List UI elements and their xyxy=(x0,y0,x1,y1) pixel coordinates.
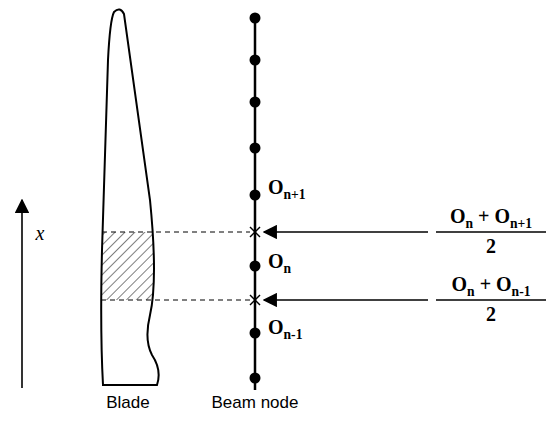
node-label: On xyxy=(268,250,291,272)
beam-node-dot xyxy=(250,97,261,108)
beam-nodes xyxy=(250,13,261,384)
beam-node-dot xyxy=(250,261,261,272)
fraction-bar xyxy=(436,299,546,301)
section-line xyxy=(101,300,250,301)
beam-node-dot xyxy=(250,55,261,66)
beam-node-dot xyxy=(250,328,261,339)
beam-node-dot xyxy=(250,190,261,201)
section-line xyxy=(102,232,250,233)
figure-caption: Beam node xyxy=(212,394,299,413)
fraction-bar xyxy=(436,231,546,233)
fraction-denominator: 2 xyxy=(486,303,496,325)
beam-node-dot xyxy=(250,373,261,384)
fraction-denominator: 2 xyxy=(486,235,496,257)
x-axis-arrow xyxy=(21,200,23,388)
fraction-numerator: On + On+1 xyxy=(450,205,532,227)
midpoint-cross xyxy=(250,227,260,305)
blade-outline xyxy=(101,9,158,385)
node-label: On+1 xyxy=(268,176,306,198)
beam-node-dot xyxy=(250,13,261,24)
figure-caption: Blade xyxy=(106,394,149,413)
node-label: On-1 xyxy=(268,316,302,338)
pointer-arrow xyxy=(264,299,428,301)
axis-label: x xyxy=(36,222,45,244)
fraction-numerator: On + On-1 xyxy=(452,273,531,295)
beam-node-dot xyxy=(250,143,261,154)
pointer-arrow xyxy=(264,231,428,233)
